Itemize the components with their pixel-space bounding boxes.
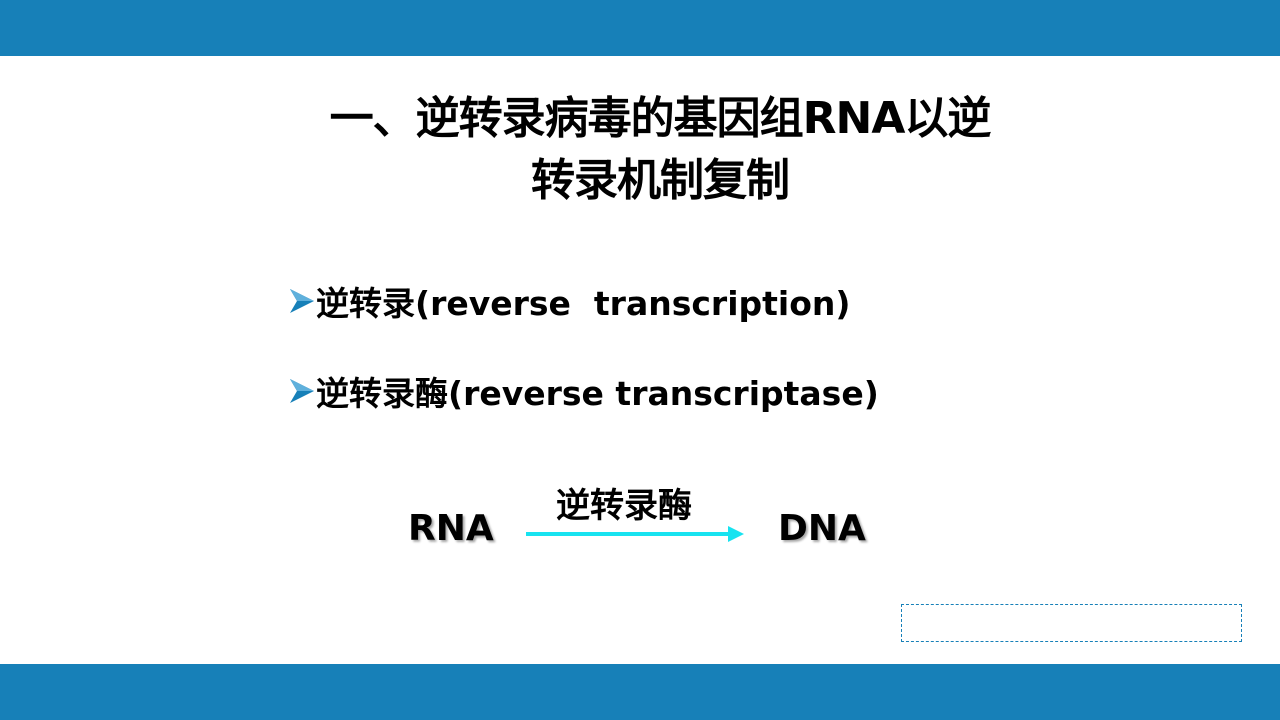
arrow-bullet-icon: [290, 289, 314, 313]
bullet-text: 逆转录(reverse transcription): [316, 284, 851, 323]
slide-title: 一、逆转录病毒的基因组RNA以逆 转录机制复制: [240, 88, 1080, 212]
enzyme-label: 逆转录酶: [556, 486, 692, 526]
arrow-bullet-icon: [290, 379, 314, 403]
rna-label: RNA: [408, 508, 494, 549]
top-header-bar: [0, 0, 1280, 56]
bullet-item-reverse-transcriptase: 逆转录酶(reverse transcriptase): [288, 368, 879, 414]
bottom-footer-bar: [0, 664, 1280, 720]
empty-text-placeholder[interactable]: [901, 604, 1242, 642]
bullet-list: 逆转录(reverse transcription) 逆转录酶(reverse …: [288, 278, 879, 414]
title-line-2: 转录机制复制: [531, 155, 790, 206]
right-arrow-icon: [526, 526, 744, 542]
dna-label: DNA: [778, 508, 866, 549]
title-line-1: 一、逆转录病毒的基因组RNA以逆: [329, 93, 992, 144]
bullet-item-reverse-transcription: 逆转录(reverse transcription): [288, 278, 879, 324]
bullet-text: 逆转录酶(reverse transcriptase): [316, 374, 879, 413]
